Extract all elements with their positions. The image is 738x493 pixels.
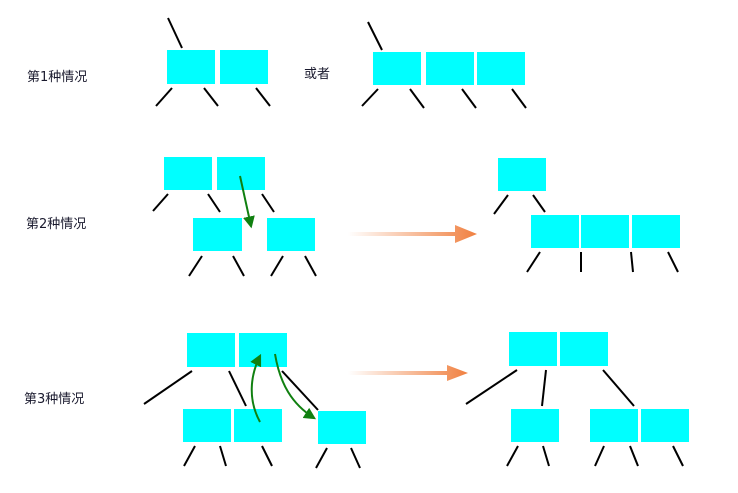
key-box xyxy=(426,52,474,85)
or-label: 或者 xyxy=(304,67,331,82)
child-edge xyxy=(261,193,275,213)
key-box xyxy=(164,157,212,190)
key-box xyxy=(373,52,421,85)
key-box xyxy=(183,409,231,442)
key-box xyxy=(167,50,215,84)
child-edge xyxy=(207,193,221,213)
child-edge xyxy=(270,255,284,277)
green-curved-arrow-icon xyxy=(239,175,255,229)
key-box xyxy=(187,333,235,367)
key-box xyxy=(234,409,282,442)
child-edge xyxy=(602,369,635,407)
child-edge xyxy=(188,255,203,277)
child-edge xyxy=(672,445,684,467)
gradient-right-arrow-icon xyxy=(348,365,468,381)
child-edge xyxy=(630,251,634,273)
key-box xyxy=(509,332,557,366)
key-box xyxy=(193,218,242,251)
child-edge xyxy=(155,87,173,107)
child-edge xyxy=(232,255,245,277)
child-edge xyxy=(532,194,546,213)
child-edge xyxy=(526,251,541,273)
child-edge xyxy=(506,445,519,467)
key-box xyxy=(590,409,638,442)
child-edge xyxy=(667,251,679,273)
key-box xyxy=(498,158,546,191)
case-3-group xyxy=(143,332,689,469)
case-1-group xyxy=(155,17,527,109)
key-box xyxy=(220,50,268,84)
key-box xyxy=(318,411,366,444)
green-curved-arrow-icon xyxy=(250,353,262,423)
child-edge xyxy=(203,87,219,107)
child-edge xyxy=(219,445,227,467)
key-box xyxy=(641,409,689,442)
child-edge xyxy=(350,447,361,469)
parent-edge xyxy=(167,17,183,49)
key-box xyxy=(632,215,680,248)
child-edge xyxy=(629,445,639,467)
green-curved-arrow-icon xyxy=(274,353,317,420)
child-edge xyxy=(541,369,547,407)
key-box xyxy=(531,215,579,248)
key-box xyxy=(267,218,315,251)
case-1-label: 第1种情况 xyxy=(27,70,88,85)
child-edge xyxy=(361,88,379,107)
child-edge xyxy=(281,370,319,411)
child-edge xyxy=(143,370,193,405)
key-box xyxy=(581,215,629,248)
gradient-right-arrow-icon xyxy=(348,225,477,243)
child-edge xyxy=(594,445,605,467)
key-box xyxy=(477,52,525,85)
child-edge xyxy=(409,88,425,109)
child-edge xyxy=(183,445,196,467)
case-3-label: 第3种情况 xyxy=(24,392,85,407)
child-edge xyxy=(465,369,518,405)
key-box xyxy=(511,409,559,442)
key-box xyxy=(560,332,608,366)
child-edge xyxy=(152,193,169,212)
child-edge xyxy=(493,194,509,215)
case-2-group xyxy=(152,157,680,277)
child-edge xyxy=(255,87,271,107)
child-edge xyxy=(304,255,317,277)
child-edge xyxy=(542,445,550,467)
case-2-label: 第2种情况 xyxy=(26,217,87,232)
child-edge xyxy=(315,447,328,469)
child-edge xyxy=(261,445,273,467)
parent-edge xyxy=(367,21,383,51)
child-edge xyxy=(228,370,247,407)
child-edge xyxy=(461,88,477,109)
key-box xyxy=(239,333,287,367)
child-edge xyxy=(511,88,527,109)
